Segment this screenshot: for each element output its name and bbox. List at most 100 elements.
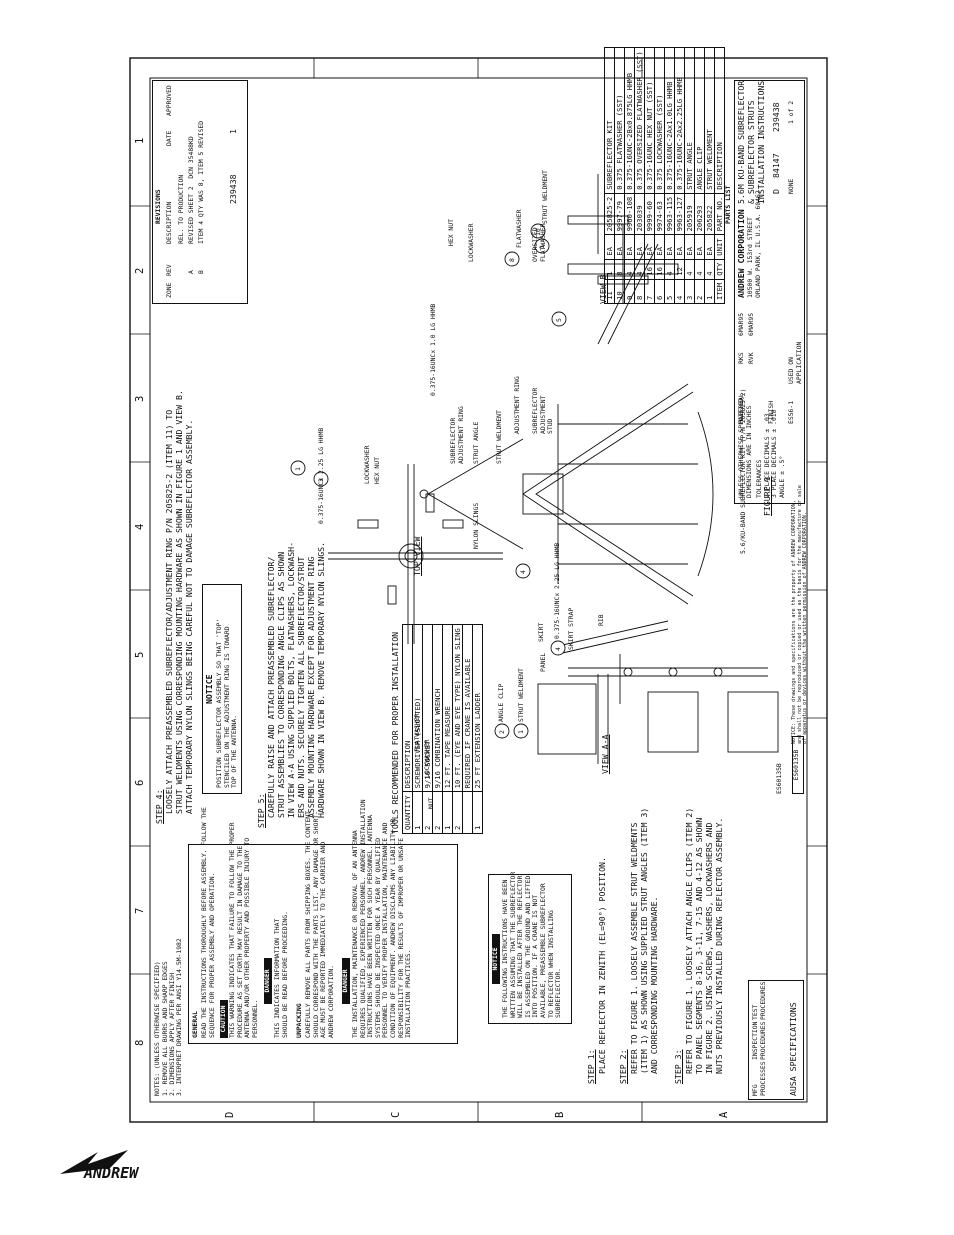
company-address: 10500 W. 153rd STREET ORLAND PARK, IL U.… — [746, 190, 762, 298]
tool-qty: 1 — [472, 791, 483, 834]
rev-header-rev: REV — [165, 264, 173, 276]
part-desc: 0.375 LOCKWASHER (SST) — [654, 47, 665, 194]
title-scale: NONE — [787, 178, 795, 194]
callout-bolt-10: 0.375-16UNCx 1.0 LG HHMB — [429, 303, 437, 396]
part-item: 1 — [704, 279, 715, 304]
step-2-text: REFER TO FIGURE 1. LOOSELY ASSEMBLE STRU… — [629, 807, 659, 1074]
rev-header-date: DATE — [165, 130, 173, 146]
part-no: 203039 — [634, 193, 645, 235]
part-qty: 4 — [694, 259, 705, 280]
rev-row-2-rev: A — [187, 270, 195, 274]
callout-strut-weldment-b: STRUT WELDMENT — [541, 170, 549, 224]
part-no: 205825-2 — [604, 193, 615, 235]
title-code: 84147 — [771, 153, 781, 178]
part-item: 4 — [674, 279, 685, 304]
rev-header-approved: APPROVED — [165, 85, 173, 116]
part-desc: 0.375-16UNC-2Ax1.0LG HHMB — [664, 47, 675, 194]
part-desc: 0.375-16UNC-2Bx0.875LG HHMB — [624, 47, 635, 194]
parts-header-qty: QTY — [714, 259, 725, 280]
part-qty: 16 — [644, 259, 655, 280]
part-qty: 16 — [654, 259, 665, 280]
balloon-1c: 1 — [538, 245, 546, 249]
part-no: 9974-63 — [654, 193, 665, 235]
unpacking-heading: UNPACKING — [295, 1003, 303, 1038]
part-unit: EA — [624, 234, 635, 260]
title-sheet: 1 of 2 — [787, 100, 795, 124]
balloon-4b: 4 — [554, 647, 562, 651]
part-desc: STRUT WELDMENT — [704, 47, 715, 194]
balloon-4a: 4 — [519, 570, 527, 574]
part-item: 7 — [644, 279, 655, 304]
part-qty: 4 — [634, 259, 645, 280]
step-2-label: STEP 2: — [618, 1049, 628, 1084]
next-assy: ES56-1 — [787, 400, 795, 424]
parts-header-unit: UNIT — [714, 234, 725, 260]
callout-strut-angle: STRUT ANGLE — [472, 421, 480, 464]
step-3-text: REFER TO FIGURE 1. LOOSELY ATTACH ANGLE … — [684, 807, 724, 1074]
mfg-processes: MFG PROCESSES — [751, 1061, 767, 1096]
part-desc: SUBREFLECTOR KIT — [604, 47, 615, 194]
callout-bolt-225-b: 0.375-16UNCx 2.25 LG HHMB — [317, 427, 325, 524]
view-b-drawing — [567, 174, 679, 345]
zone-5-top: 5 — [134, 651, 146, 658]
part-desc: 0.375 FLATWASHER (SST) — [614, 47, 625, 194]
part-unit: EA — [674, 234, 685, 260]
drawing-title: 5.6M KU-BAND SUBREFLECTOR & SUBREFLECTOR… — [736, 80, 766, 204]
balloon-1: 1 — [517, 730, 525, 734]
balloon-5: 5 — [555, 318, 563, 322]
rev-header-desc: DESCRIPTION — [165, 201, 173, 244]
revisions-dwg-no: 239438 — [228, 174, 238, 204]
part-qty: 4 — [664, 259, 675, 280]
part-unit: EA — [604, 234, 615, 260]
part-qty: 4 — [704, 259, 715, 280]
rev-row-1-desc: REL. TO PRODUCTION — [177, 174, 185, 244]
proprietary-notice: NOTICE: These drawings and specification… — [791, 485, 808, 744]
part-desc: 0.375-16UNC HEX NUT (SST) — [644, 47, 655, 194]
part-no: 9963-127 — [674, 193, 685, 235]
callout-panel: PANEL — [539, 652, 547, 672]
tool-desc: SCREWDRIVER (SLOTTED) — [412, 624, 423, 792]
balloon-10: 10 — [534, 228, 542, 236]
callout-angle-clip: ANGLE CLIP — [497, 683, 505, 722]
title-size: D — [771, 189, 781, 194]
part-qty: 8 — [614, 259, 625, 280]
caution-label: CAUTION — [219, 1000, 228, 1038]
part-qty: 4 — [624, 259, 635, 280]
rev-header-zone: ZONE — [165, 282, 173, 298]
tool-qty — [462, 791, 473, 834]
part-unit: EA — [654, 234, 665, 260]
part-unit: EA — [694, 234, 705, 260]
callout-adjustment-ring: ADJUSTMENT RING — [513, 376, 521, 434]
zone-6-top: 6 — [134, 779, 146, 786]
balloon-2: 2 — [498, 730, 506, 734]
finish-label: FINISH — [767, 400, 775, 424]
title-dwg-no: 239438 — [771, 102, 781, 132]
part-unit: EA — [664, 234, 675, 260]
inspection-procedures: INSPECTION PROCEDURES — [751, 1021, 767, 1060]
callout-bolt-225-a: 0.375-16UNCx 2.25 LG HHMB — [553, 542, 561, 639]
part-unit: EA — [704, 234, 715, 260]
part-unit: EA — [644, 234, 655, 260]
part-unit: EA — [614, 234, 625, 260]
callout-nut: NUT — [427, 797, 435, 809]
zone-ticks — [130, 58, 827, 1122]
part-no: 9999-60 — [644, 193, 655, 235]
callout-flatwasher-b: FLATWASHER — [515, 209, 523, 248]
danger2-label: DANGER — [341, 958, 350, 1004]
general-heading: GENERAL — [191, 1011, 199, 1038]
part-item: 8 — [634, 279, 645, 304]
drawing-sheet: 8 7 6 5 4 3 2 1 D C B A NOTES: (UNLESS O… — [128, 47, 829, 1124]
application: APPLICATION — [795, 341, 803, 384]
callout-lockwasher-b: LOCKWASHER — [467, 223, 475, 262]
drawing-rotated-content: 8 7 6 5 4 3 2 1 D C B A NOTES: (UNLESS O… — [128, 47, 829, 1124]
